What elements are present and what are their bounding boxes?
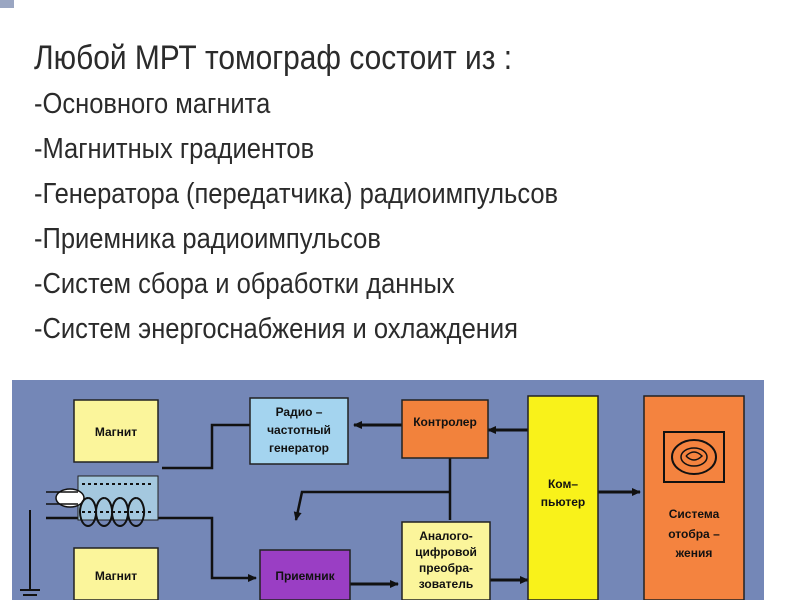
block-label: пьютер bbox=[541, 495, 585, 509]
block-magnet-bottom: Магнит bbox=[73, 547, 159, 600]
block-adc: Аналого- цифровой преобра- зователь bbox=[401, 521, 491, 600]
block-label: генератор bbox=[269, 441, 329, 455]
list-item: -Приемника радиоимпульсов bbox=[34, 223, 381, 255]
connector-lines bbox=[20, 421, 641, 596]
arrow-to-receiver bbox=[293, 490, 450, 521]
block-receiver: Приемник bbox=[259, 549, 351, 600]
mri-block-diagram: Магнит Радио – частотный генератор Контр… bbox=[12, 380, 764, 600]
block-label: Контролер bbox=[413, 415, 477, 429]
list-item: -Основного магнита bbox=[34, 88, 271, 120]
list-item: -Систем сбора и обработки данных bbox=[34, 268, 455, 300]
corner-decoration bbox=[0, 0, 14, 8]
block-label: преобра- bbox=[419, 561, 473, 575]
block-computer: Ком– пьютер bbox=[527, 395, 599, 600]
block-controller: Контролер bbox=[401, 399, 489, 459]
block-label: Магнит bbox=[95, 425, 137, 439]
block-label: Система bbox=[669, 507, 720, 521]
line-rf-to-coil bbox=[162, 423, 250, 470]
block-label: зователь bbox=[419, 577, 473, 591]
block-magnet-top: Магнит bbox=[73, 399, 159, 463]
block-label: Радио – bbox=[276, 405, 323, 419]
list-item: -Генератора (передатчика) радиоимпульсов bbox=[34, 178, 559, 210]
list-item: -Систем энергоснабжения и охлаждения bbox=[34, 313, 518, 345]
block-label: Магнит bbox=[95, 569, 137, 583]
block-rf-generator: Радио – частотный генератор bbox=[249, 397, 349, 465]
block-label: Приемник bbox=[275, 569, 335, 583]
block-label: отобра – bbox=[668, 527, 720, 541]
block-label: жения bbox=[675, 546, 713, 560]
patient-coil-icon bbox=[46, 475, 159, 527]
component-list: -Основного магнита -Магнитных градиентов… bbox=[34, 82, 558, 352]
block-label: частотный bbox=[267, 423, 331, 437]
diagram-canvas: Магнит Радио – частотный генератор Контр… bbox=[20, 395, 745, 600]
block-display-system: Система отобра – жения bbox=[643, 395, 745, 600]
slide-heading: Любой МРТ томограф состоит из : bbox=[34, 39, 513, 77]
block-label: Аналого- bbox=[419, 529, 473, 543]
ground-line bbox=[20, 510, 40, 596]
block-label: цифровой bbox=[415, 545, 477, 559]
list-item: -Магнитных градиентов bbox=[34, 133, 315, 165]
brain-scan-icon bbox=[663, 431, 725, 483]
text-block: Любой МРТ томограф состоит из : -Основно… bbox=[34, 34, 558, 352]
block-label: Ком– bbox=[548, 477, 578, 491]
